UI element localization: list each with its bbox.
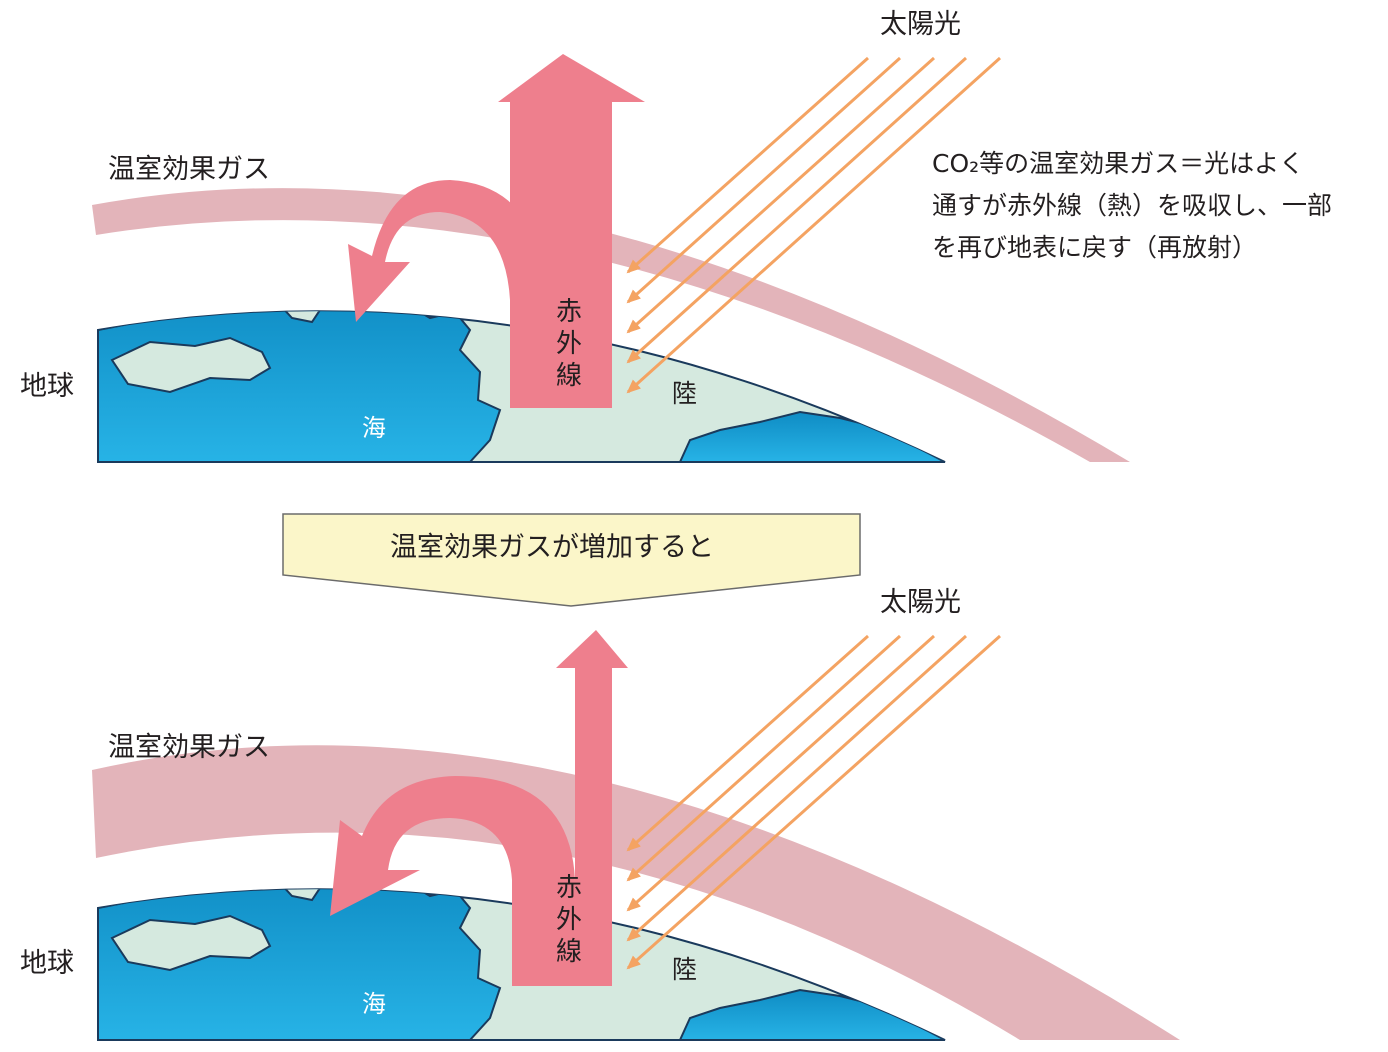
bottom-panel: 太陽光 温室効果ガス 地球 赤 外 線 海 陸 bbox=[20, 587, 1180, 1041]
reradiation-arrow bbox=[348, 180, 545, 408]
island-shape-small bbox=[278, 889, 322, 902]
explanation-line-1: CO₂等の温室効果ガス＝光はよく bbox=[932, 149, 1304, 178]
sunlight-ray bbox=[626, 634, 902, 882]
island-shape bbox=[110, 914, 272, 972]
sea-label: 海 bbox=[362, 990, 386, 1018]
sunlight-ray bbox=[626, 56, 968, 364]
ghg-label: 温室効果ガス bbox=[108, 154, 270, 185]
reradiation-arrow-large bbox=[330, 776, 575, 986]
explanation-line-2: 通すが赤外線（熱）を吸収し、一部 bbox=[932, 191, 1332, 220]
sunlight-rays bbox=[626, 56, 1002, 394]
sunlight-ray bbox=[626, 634, 1001, 970]
infrared-up-arrow-narrow bbox=[556, 630, 628, 986]
island-shape bbox=[110, 336, 272, 394]
island-shape-small bbox=[278, 311, 322, 324]
explanation-line-3: を再び地表に戻す（再放射） bbox=[932, 233, 1257, 262]
sunlight-ray bbox=[626, 56, 902, 304]
earth-label: 地球 bbox=[20, 371, 74, 402]
sunlight-label: 太陽光 bbox=[880, 9, 961, 40]
infrared-label-3: 線 bbox=[556, 937, 582, 967]
sunlight-ray bbox=[626, 56, 936, 334]
top-panel: 太陽光 温室効果ガス 地球 赤 外 線 海 陸 CO₂等の温室効果ガス＝光はよく… bbox=[20, 9, 1332, 463]
banner-text: 温室効果ガスが増加すると bbox=[390, 532, 714, 563]
sunlight-ray bbox=[626, 56, 1002, 394]
ghg-label: 温室効果ガス bbox=[108, 732, 270, 763]
infrared-up-arrow bbox=[498, 54, 645, 408]
sunlight-rays bbox=[626, 634, 1001, 970]
land-label: 陸 bbox=[672, 379, 697, 408]
ocean-shape bbox=[98, 889, 502, 1040]
infrared-label-2: 外 bbox=[556, 905, 582, 935]
sea-label: 海 bbox=[362, 414, 386, 442]
infrared-label-2: 外 bbox=[556, 329, 582, 359]
land-label: 陸 bbox=[672, 955, 697, 984]
sunlight-ray bbox=[626, 634, 869, 852]
earth-label: 地球 bbox=[20, 948, 74, 979]
infrared-label-1: 赤 bbox=[556, 297, 582, 327]
transition-banner: 温室効果ガスが増加すると bbox=[282, 513, 861, 607]
sunlight-label: 太陽光 bbox=[880, 587, 961, 618]
sunlight-ray bbox=[626, 56, 869, 274]
sunlight-ray bbox=[626, 634, 968, 942]
ocean-shape bbox=[98, 311, 502, 462]
sunlight-ray bbox=[626, 634, 936, 912]
infrared-label-1: 赤 bbox=[556, 873, 582, 903]
ghg-layer-thick bbox=[92, 745, 1180, 1040]
infrared-label-3: 線 bbox=[556, 361, 582, 391]
